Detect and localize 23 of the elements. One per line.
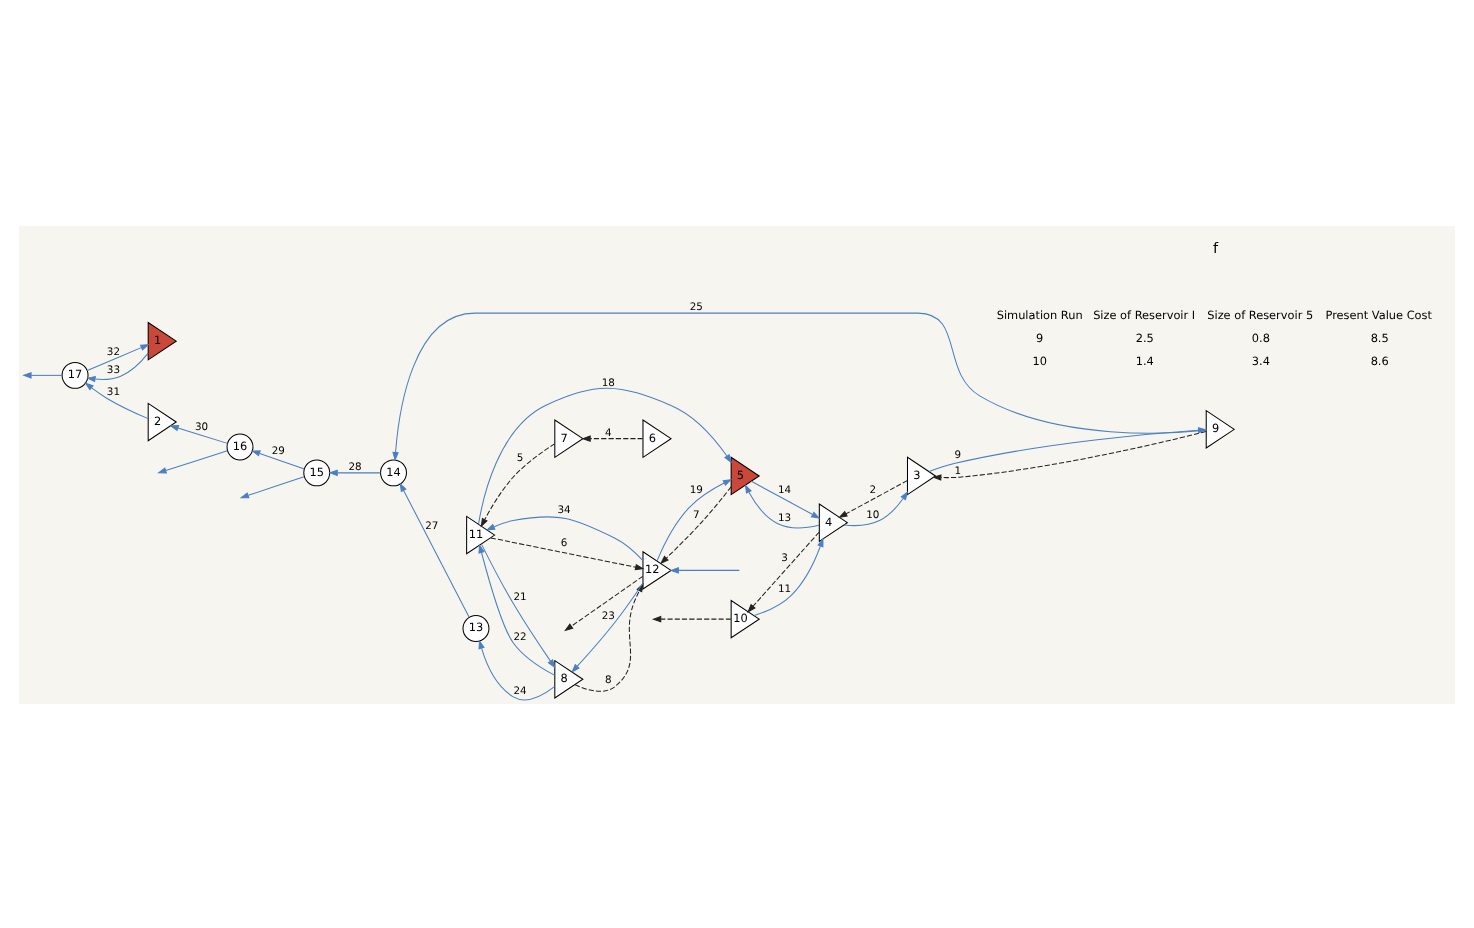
arrow xyxy=(86,351,149,382)
arrow xyxy=(157,449,228,473)
arrow xyxy=(399,481,470,617)
arrow xyxy=(581,434,644,441)
arrow xyxy=(744,483,820,528)
arrow xyxy=(651,614,732,622)
arrow xyxy=(84,381,149,419)
arrow xyxy=(843,489,909,526)
arrow xyxy=(485,515,644,560)
arrow xyxy=(251,449,305,469)
arrow xyxy=(478,638,556,700)
arrow xyxy=(838,479,908,518)
arrow xyxy=(480,442,556,527)
arrow xyxy=(750,479,821,518)
arrow xyxy=(169,424,228,443)
arrow xyxy=(669,566,740,573)
arrow xyxy=(490,536,645,570)
arrow xyxy=(22,371,63,378)
arrow xyxy=(86,343,150,371)
arrow xyxy=(478,386,732,524)
arrow xyxy=(328,468,381,476)
arrow xyxy=(932,430,1207,480)
arrow xyxy=(239,475,305,498)
